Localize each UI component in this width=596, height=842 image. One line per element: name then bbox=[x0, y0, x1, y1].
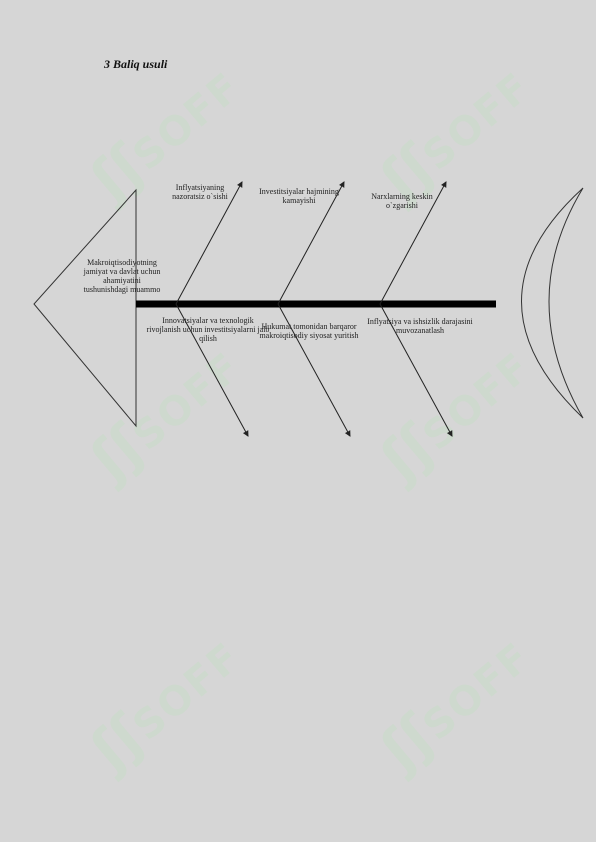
bone-top-2 bbox=[277, 181, 345, 305]
cause-bottom-1: Innovatsiyalar va texnologik rivojlanish… bbox=[146, 316, 270, 343]
cause-top-2: Investitsiyalar hajmining kamayishi bbox=[259, 187, 339, 205]
cause-bottom-2: Hukumat tomonidan barqaror makroiqtisodi… bbox=[259, 322, 359, 340]
fish-head bbox=[33, 188, 137, 428]
bone-bottom-1 bbox=[175, 303, 249, 437]
head-label: Makroiqtisodiyotning jamiyat va davlat u… bbox=[83, 258, 161, 294]
bone-top-1 bbox=[175, 181, 243, 305]
bone-top-3 bbox=[379, 181, 447, 305]
cause-top-1: Inflyatsiyaning nazoratsiz o`sishi bbox=[172, 183, 228, 201]
bone-bottom-2 bbox=[277, 303, 351, 437]
bone-bottom-3 bbox=[379, 303, 453, 437]
cause-top-3: Narxlarning keskin o`zgarishi bbox=[371, 192, 433, 210]
fish-tail bbox=[521, 187, 584, 419]
cause-bottom-3: Inflyatsiya va ishsizlik darajasini muvo… bbox=[367, 317, 473, 335]
page-title: 3 Baliq usuli bbox=[104, 57, 168, 71]
